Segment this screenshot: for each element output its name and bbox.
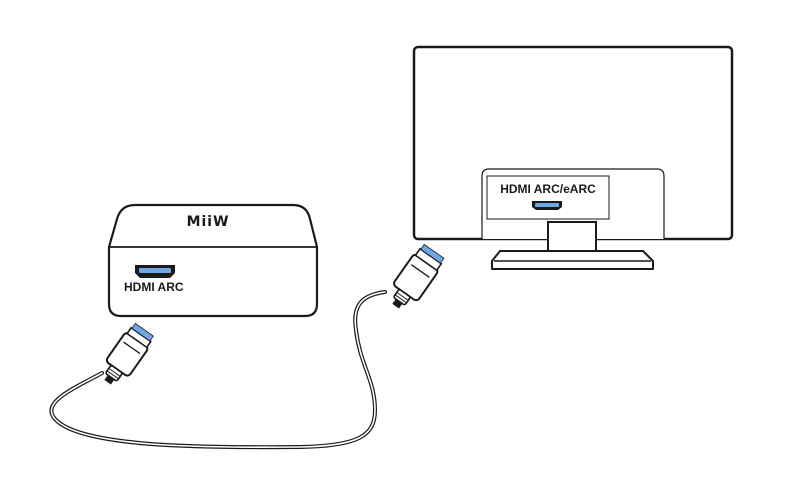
cable-connector-left: [104, 322, 154, 385]
tv-port-label-box: [486, 175, 610, 220]
device-hdmi-port-icon: [135, 265, 175, 278]
tv-stand-neck: [547, 221, 597, 253]
tv-hdmi-port-icon: [532, 201, 562, 210]
device-logo: WiiM: [186, 214, 229, 230]
tv-port-label: HDMI ARC/eARC: [500, 182, 596, 196]
hdmi-cable: [49, 243, 445, 450]
tv-stand-base: [491, 250, 654, 270]
wiim-device: WiiM HDMI ARC: [107, 203, 319, 318]
cable-connector-right: [392, 243, 445, 309]
device-body: [107, 203, 319, 318]
device-port-label: HDMI ARC: [124, 280, 184, 294]
tv: HDMI ARC/eARC: [412, 45, 734, 270]
